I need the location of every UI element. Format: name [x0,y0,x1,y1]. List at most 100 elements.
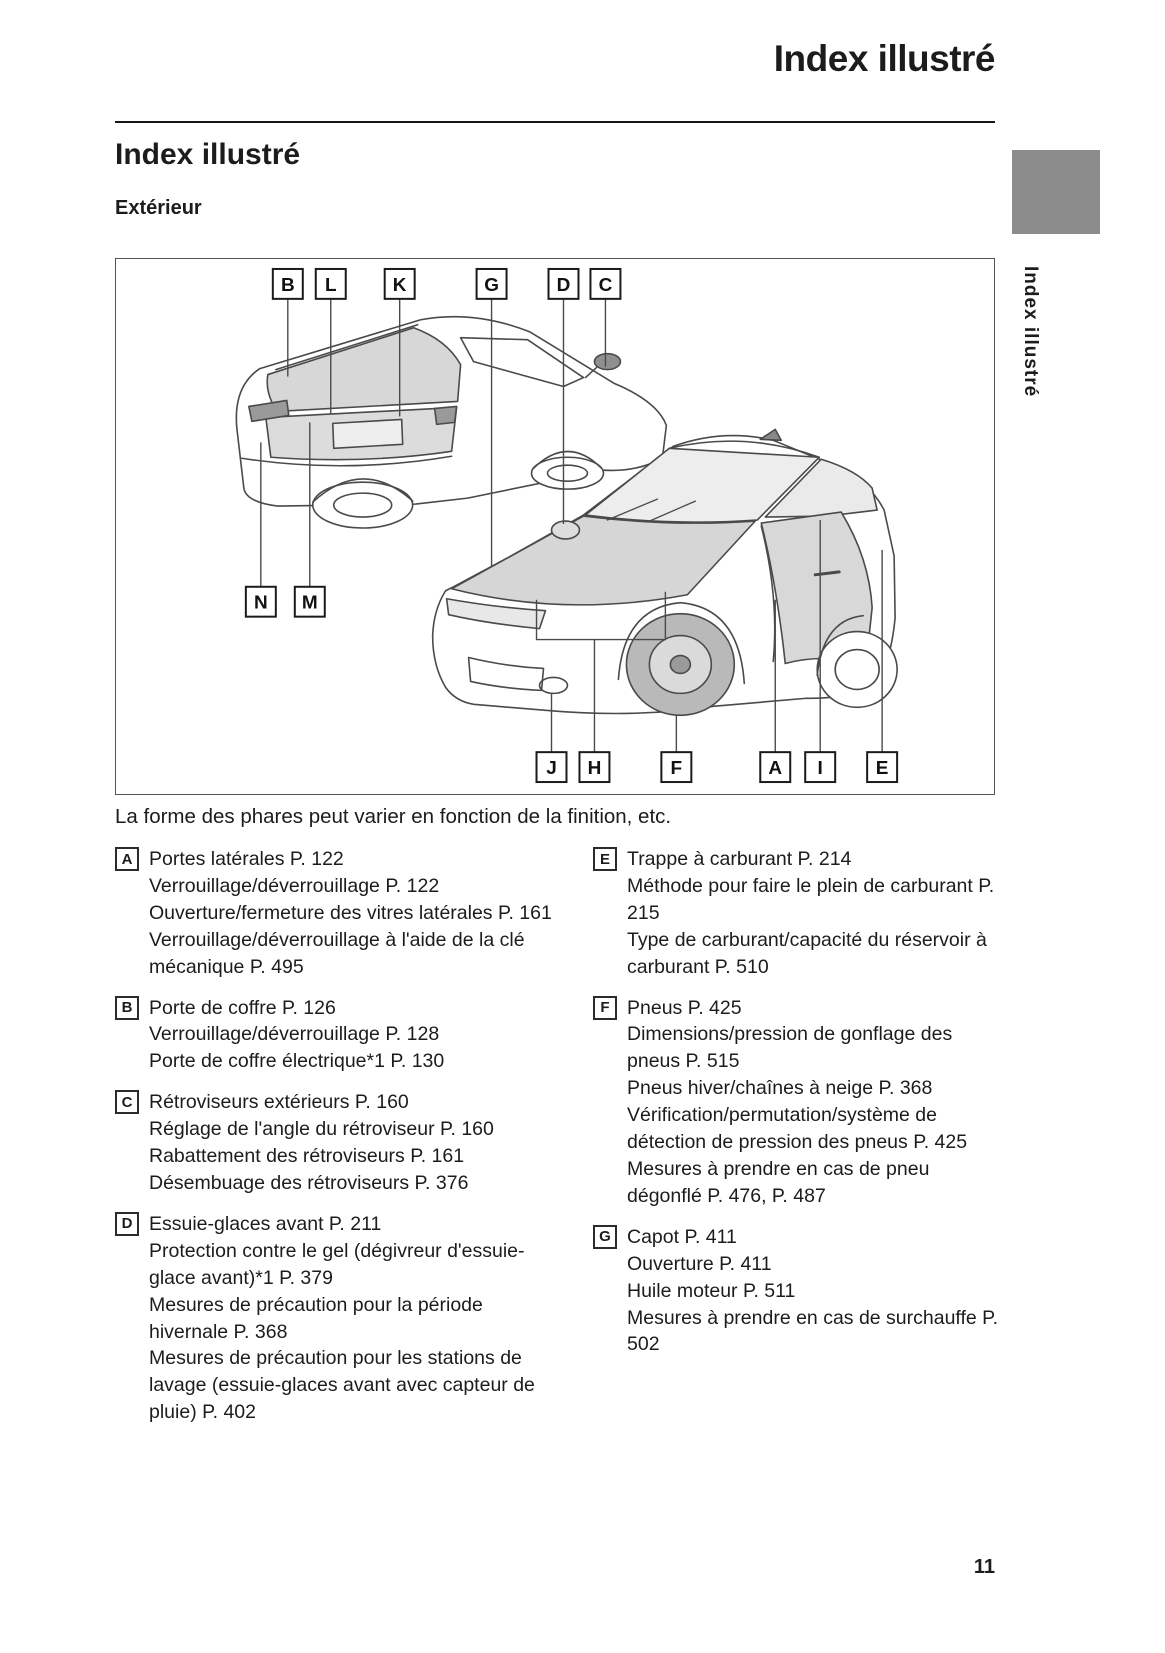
entry-line: Rabattement des rétroviseurs P. 161 [149,1145,465,1168]
callout-box [475,267,508,300]
rear-window-glass [266,326,462,413]
entry-line: Pneus hiver/chaînes à neige P. 368 [627,1077,933,1100]
entry-line: Mesures à prendre en cas de surchauffe P… [627,1306,999,1356]
callout-label: F [671,758,683,779]
exterior-diagram-svg: B L K G D C N M J H F A I [235,267,899,784]
callout-label: B [281,275,295,296]
entry-line: Réglage de l'angle du rétroviseur P. 160 [149,1118,494,1141]
entry-line: Verrouillage/déverrouillage P. 122 [149,874,440,897]
callout-box [759,751,792,784]
entry-line: Ouverture/fermeture des vitres latérales… [149,901,552,924]
rear-spoiler-line [275,323,419,371]
index-entry: C Rétroviseurs extérieurs P. 160 Réglage… [115,1089,563,1197]
chapter-tab-marker [1012,150,1100,234]
callout-label: N [254,593,268,614]
callout-label: A [768,758,782,779]
fog-light [538,676,569,695]
entry-line: Vérification/permutation/système de déte… [627,1104,968,1154]
front-car-rear-wheel [816,630,898,709]
leader-lines [260,298,883,753]
tail-lamp-left [248,399,290,423]
side-mirror-stalk [584,366,598,379]
index-column-left: A Portes latérales P. 122 Verrouillage/d… [115,846,563,1440]
entry-line: Protection contre le gel (dégivreur d'es… [149,1239,525,1289]
callout-box [535,751,568,784]
diagram-callout-labels: B L K G D C N M J H F A I [244,267,899,784]
callout-box [293,585,326,618]
entry-line: Désembuage des rétroviseurs P. 376 [149,1171,469,1194]
rear-wheel-arch [311,478,414,503]
entry-line: Porte de coffre électrique*1 P. 130 [149,1050,445,1073]
entry-letter-badge: A [115,847,139,871]
index-list: A Portes latérales P. 122 Verrouillage/d… [115,846,999,1440]
entry-letter-badge: C [115,1090,139,1115]
entry-line: Mesures de précaution pour la période hi… [149,1293,483,1343]
diagram-caption: La forme des phares peut varier en fonct… [115,805,672,828]
door-handle [813,570,841,577]
callout-box [866,751,899,784]
front-view-car-illustration [431,428,898,717]
rear-car-rear-wheel [311,481,414,529]
entry-letter-badge: G [593,1224,617,1249]
entry-title: Trappe à carburant P. 214 [627,848,852,870]
callout-label: I [818,758,823,779]
front-wheel-arch-front-car [617,601,746,685]
entry-line: Mesures à prendre en cas de pneu dégonfl… [627,1157,930,1207]
section-title: Index illustré [115,138,301,171]
roof-line [668,440,820,459]
callout-box [383,267,416,300]
headlight [445,597,547,630]
rear-car-side-window [459,336,585,388]
rear-car-front-rim [546,464,589,482]
entry-letter-badge: D [115,1211,139,1236]
callout-box [314,267,347,300]
index-entry: D Essuie-glaces avant P. 211 Protection … [115,1211,563,1426]
callout-label: C [599,275,613,296]
chapter-vertical-label: Index illustré [1020,266,1041,398]
callout-label: E [876,758,889,779]
index-entry: E Trappe à carburant P. 214 Méthode pour… [593,846,999,981]
entry-title: Pneus P. 425 [627,996,742,1019]
callout-label: D [557,275,571,296]
page-number: 11 [973,1556,995,1578]
index-entry: G Capot P. 411 Ouverture P. 411 Huile mo… [593,1224,999,1359]
entry-letter-badge: B [115,995,139,1020]
entry-line: Méthode pour faire le plein de carburant… [627,874,995,924]
tail-lamp-right [433,405,458,426]
entry-line: Mesures de précaution pour les stations … [149,1347,535,1424]
header-divider [115,121,995,123]
callout-box [660,751,693,784]
index-entry: F Pneus P. 425 Dimensions/pression de go… [593,995,999,1210]
shark-fin-antenna [759,428,783,442]
callout-label: K [393,275,407,296]
callout-box [244,585,277,618]
entry-title: Porte de coffre P. 126 [149,996,336,1019]
front-car-front-hub [669,654,692,675]
callout-box [589,267,622,300]
entry-line: Huile moteur P. 511 [627,1279,796,1302]
callout-label: G [484,275,499,296]
front-wheel-arch [531,450,603,471]
hood-panel [450,515,757,606]
entry-line: Verrouillage/déverrouillage P. 128 [149,1023,440,1046]
index-entry: A Portes latérales P. 122 Verrouillage/d… [115,846,563,981]
front-door-window [764,458,878,518]
callout-label: L [325,275,337,296]
door-character-line [760,525,776,663]
license-plate [331,418,404,450]
entry-letter-badge: E [593,847,617,871]
index-entry: B Porte de coffre P. 126 Verrouillage/dé… [115,995,563,1076]
callout-label: H [588,758,602,779]
page-header-title: Index illustré [773,38,996,79]
entry-letter-badge: F [593,995,617,1020]
callout-box [547,267,580,300]
leader-bracket-H [535,591,667,641]
front-car-mirror [550,520,581,540]
rear-view-car-illustration [235,315,668,529]
entry-title: Capot P. 411 [627,1225,737,1248]
entry-title: Portes latérales P. 122 [149,848,344,870]
entry-line: Ouverture P. 411 [627,1252,772,1275]
callout-box [271,267,304,300]
callout-box [578,751,611,784]
callout-label: J [546,758,557,779]
